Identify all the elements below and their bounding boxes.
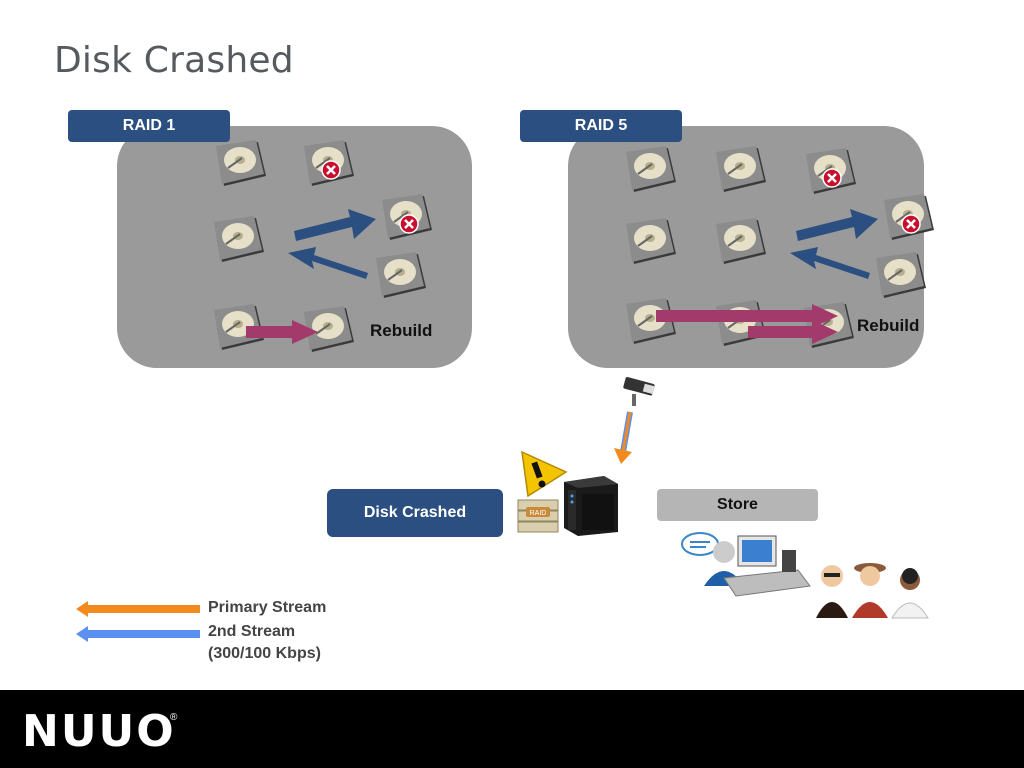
legend-secondary-rate: (300/100 Kbps) <box>208 645 321 662</box>
rebuild-arrow-icon <box>748 320 838 344</box>
hard-disk-icon <box>622 144 678 196</box>
stream-arrow-icon <box>614 411 633 464</box>
hard-disk-icon <box>622 216 678 268</box>
nas-badge-text: RAID <box>530 510 547 517</box>
raid5-tag: RAID 5 <box>520 110 682 142</box>
registered-mark-icon: ® <box>170 712 178 723</box>
hard-disk-icon <box>712 216 768 268</box>
disk-crashed-box: Disk Crashed <box>327 489 503 537</box>
read-arrow-icon <box>790 247 870 279</box>
write-arrow-icon <box>294 209 376 241</box>
warning-icon <box>521 450 568 498</box>
hard-disk-icon <box>372 250 428 302</box>
nas-server-icon <box>564 476 618 536</box>
nuuo-logo: NUUO <box>22 706 176 757</box>
hard-disk-icon <box>212 138 268 190</box>
error-x-icon <box>399 214 419 234</box>
slide-title: Disk Crashed <box>54 40 294 81</box>
raid1-rebuild-label: Rebuild <box>370 321 433 340</box>
secondary-stream-arrow-icon <box>76 626 200 642</box>
raid-disk-stack-icon: RAID <box>517 499 559 533</box>
hard-disk-icon <box>210 214 266 266</box>
hard-disk-icon <box>872 250 928 302</box>
primary-stream-arrow-icon <box>76 601 200 617</box>
write-arrow-icon <box>796 209 878 241</box>
footer-bar <box>0 690 1024 768</box>
hard-disk-icon <box>712 144 768 196</box>
legend-primary-label: Primary Stream <box>208 599 327 616</box>
camera-icon <box>623 377 655 406</box>
raid5-rebuild-label: Rebuild <box>857 316 920 335</box>
error-x-icon <box>901 214 921 234</box>
store-box: Store <box>657 489 818 521</box>
raid1-tag: RAID 1 <box>68 110 230 142</box>
customers-icon <box>816 563 929 619</box>
rebuild-arrow-long-icon <box>656 304 838 328</box>
rebuild-arrow-icon <box>246 320 318 344</box>
legend-secondary-label: 2nd Stream <box>208 623 296 640</box>
read-arrow-icon <box>288 247 368 279</box>
error-x-icon <box>822 168 842 188</box>
cashier-icon <box>681 532 811 597</box>
error-x-icon <box>321 160 341 180</box>
